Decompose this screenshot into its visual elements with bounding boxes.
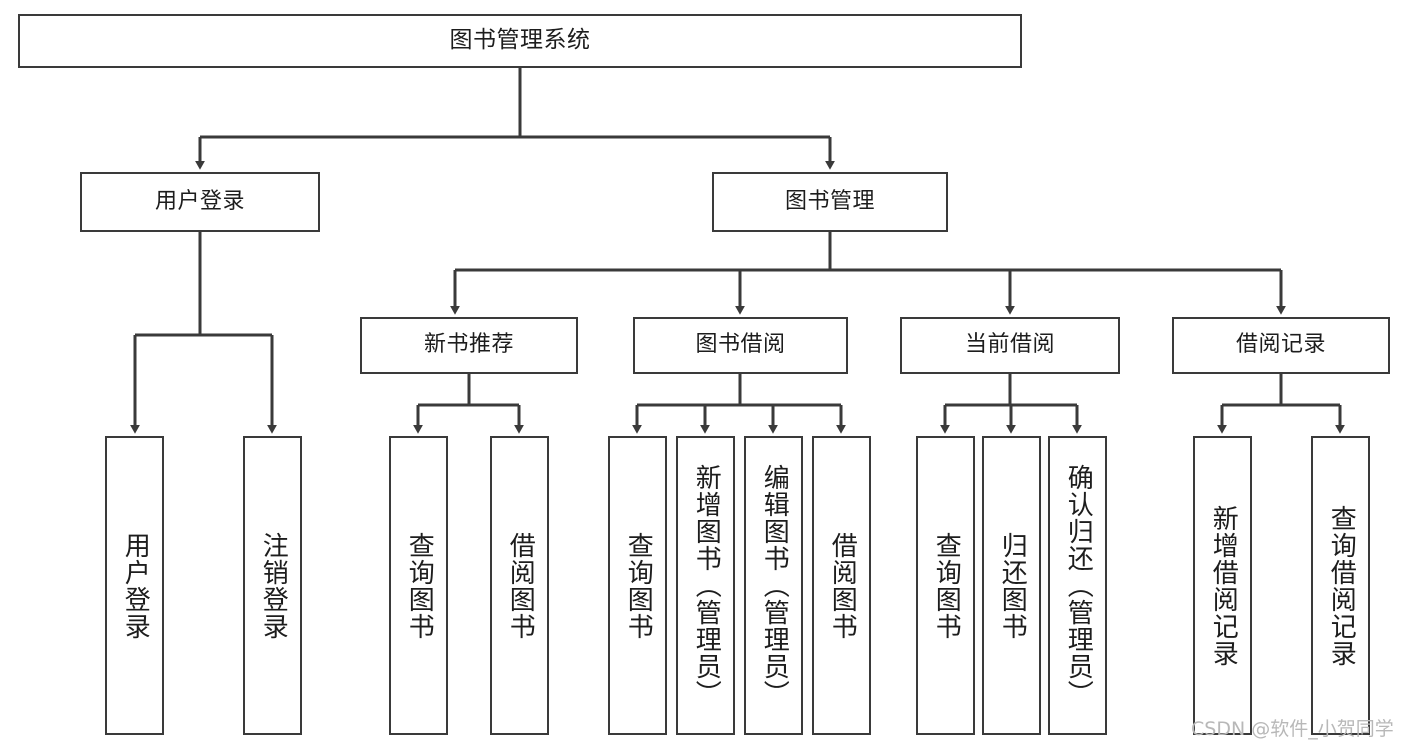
node-label: 新增图书（管理员）: [691, 464, 722, 707]
node-level3-book-borrow[interactable]: 图书借阅: [633, 317, 848, 374]
node-leaf-edit-book-admin[interactable]: 编辑图书（管理员）: [744, 436, 803, 735]
node-label: 借阅图书: [827, 531, 858, 640]
node-leaf-user-login[interactable]: 用户登录: [105, 436, 164, 735]
node-level3-borrow-records[interactable]: 借阅记录: [1172, 317, 1390, 374]
node-label: 图书管理: [784, 188, 875, 214]
node-level2-book-management[interactable]: 图书管理: [712, 172, 948, 232]
node-label: 借阅记录: [1235, 332, 1326, 358]
node-leaf-query-books-borrow[interactable]: 查询图书: [608, 436, 667, 735]
node-label: 新增借阅记录: [1208, 504, 1239, 667]
node-leaf-return-books[interactable]: 归还图书: [982, 436, 1041, 735]
node-level2-user-login[interactable]: 用户登录: [80, 172, 320, 232]
node-level3-new-book-recommend[interactable]: 新书推荐: [360, 317, 578, 374]
node-leaf-add-book-admin[interactable]: 新增图书（管理员）: [676, 436, 735, 735]
node-label: 查询图书: [623, 531, 654, 640]
node-leaf-logout[interactable]: 注销登录: [243, 436, 302, 735]
node-label: 查询借阅记录: [1326, 504, 1357, 667]
node-label: 借阅图书: [505, 531, 536, 640]
node-leaf-borrow-books-recommend[interactable]: 借阅图书: [490, 436, 549, 735]
node-leaf-query-books-recommend[interactable]: 查询图书: [389, 436, 448, 735]
node-label: 图书借阅: [695, 332, 786, 358]
node-label: 新书推荐: [423, 332, 514, 358]
node-leaf-query-borrow-record[interactable]: 查询借阅记录: [1311, 436, 1370, 735]
node-label: 用户登录: [154, 188, 245, 214]
node-root-system[interactable]: 图书管理系统: [18, 14, 1022, 68]
csdn-watermark: CSDN @软件_小贺同学: [1191, 718, 1394, 740]
node-label: 图书管理系统: [449, 27, 591, 54]
node-leaf-confirm-return-admin[interactable]: 确认归还（管理员）: [1048, 436, 1107, 735]
node-label: 当前借阅: [964, 332, 1055, 358]
node-label: 确认归还（管理员）: [1063, 464, 1094, 707]
node-leaf-add-borrow-record[interactable]: 新增借阅记录: [1193, 436, 1252, 735]
node-label: 查询图书: [404, 531, 435, 640]
node-label: 用户登录: [120, 531, 151, 640]
node-leaf-query-books-current[interactable]: 查询图书: [916, 436, 975, 735]
node-leaf-borrow-books[interactable]: 借阅图书: [812, 436, 871, 735]
node-label: 注销登录: [258, 531, 289, 640]
node-label: 查询图书: [931, 531, 962, 640]
node-level3-current-borrow[interactable]: 当前借阅: [900, 317, 1120, 374]
node-label: 编辑图书（管理员）: [759, 464, 790, 707]
node-label: 归还图书: [997, 531, 1028, 640]
